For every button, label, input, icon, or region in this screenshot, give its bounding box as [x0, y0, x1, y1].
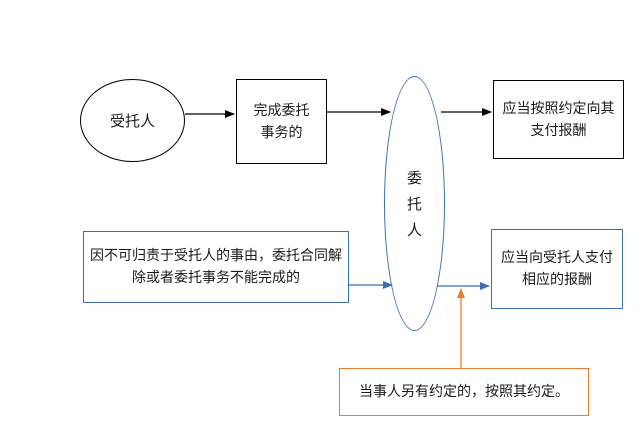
pay-corresponding-node: 应当向受托人支付相应的报酬 — [491, 229, 623, 309]
complete-task-label: 完成委托事务的 — [253, 102, 310, 141]
exception-note-label: 当事人另有约定的，按照其约定。 — [359, 384, 569, 400]
cause-node: 因不可归责于受托人的事由，委托合同解除或者委托事务不能完成的 — [83, 231, 349, 303]
truster-label: 委托人 — [406, 168, 422, 239]
pay-as-agreed-label: 应当按照约定向其支付报酬 — [502, 100, 615, 139]
trustee-node: 受托人 — [80, 79, 185, 162]
cause-label: 因不可归责于受托人的事由，委托合同解除或者委托事务不能完成的 — [90, 248, 342, 286]
exception-note-node: 当事人另有约定的，按照其约定。 — [339, 368, 589, 416]
complete-task-node: 完成委托事务的 — [236, 79, 327, 164]
trustee-label: 受托人 — [109, 111, 155, 130]
pay-corresponding-label: 应当向受托人支付相应的报酬 — [501, 250, 613, 288]
pay-as-agreed-node: 应当按照约定向其支付报酬 — [493, 80, 624, 159]
truster-node: 委托人 — [384, 76, 445, 331]
